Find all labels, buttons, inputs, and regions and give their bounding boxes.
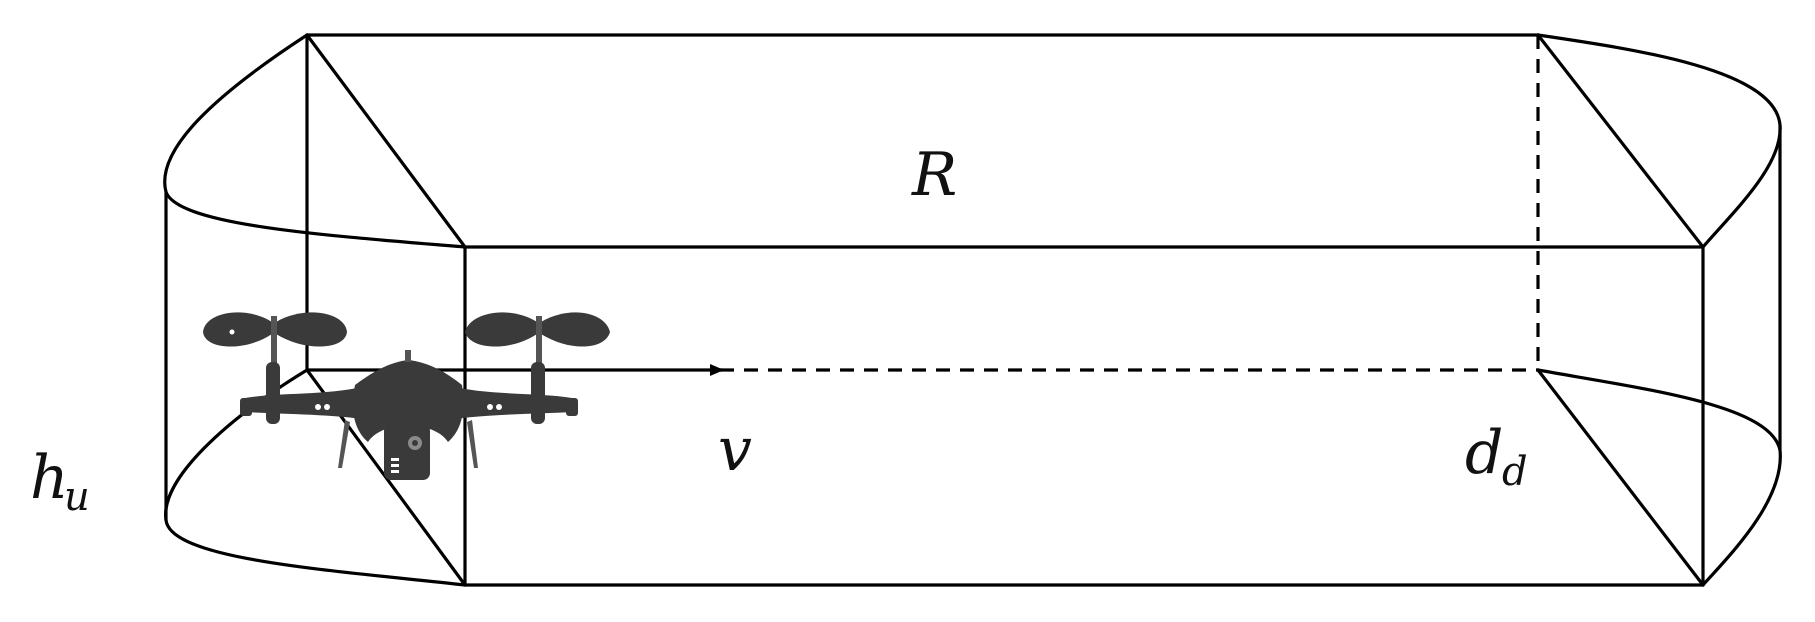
prism-box: [305, 33, 1705, 587]
end-caps: [163, 33, 1782, 587]
distance-subscript: d: [1502, 449, 1528, 495]
left-cap-bottom-curve: [164, 368, 467, 587]
right-cap-top-curve: [1536, 33, 1782, 249]
left-cap-top-curve: [163, 33, 467, 249]
height-label: h: [30, 443, 69, 513]
left-roof-slant: [305, 33, 467, 249]
right-floor-slant: [1536, 368, 1705, 587]
drone-icon: [203, 312, 610, 480]
range-label: R: [911, 140, 957, 210]
distance-label: d: [1465, 418, 1503, 488]
velocity-label: v: [718, 415, 752, 485]
right-cap-bottom-curve: [1536, 368, 1782, 587]
right-roof-slant: [1536, 33, 1705, 249]
height-subscript: u: [64, 474, 90, 520]
